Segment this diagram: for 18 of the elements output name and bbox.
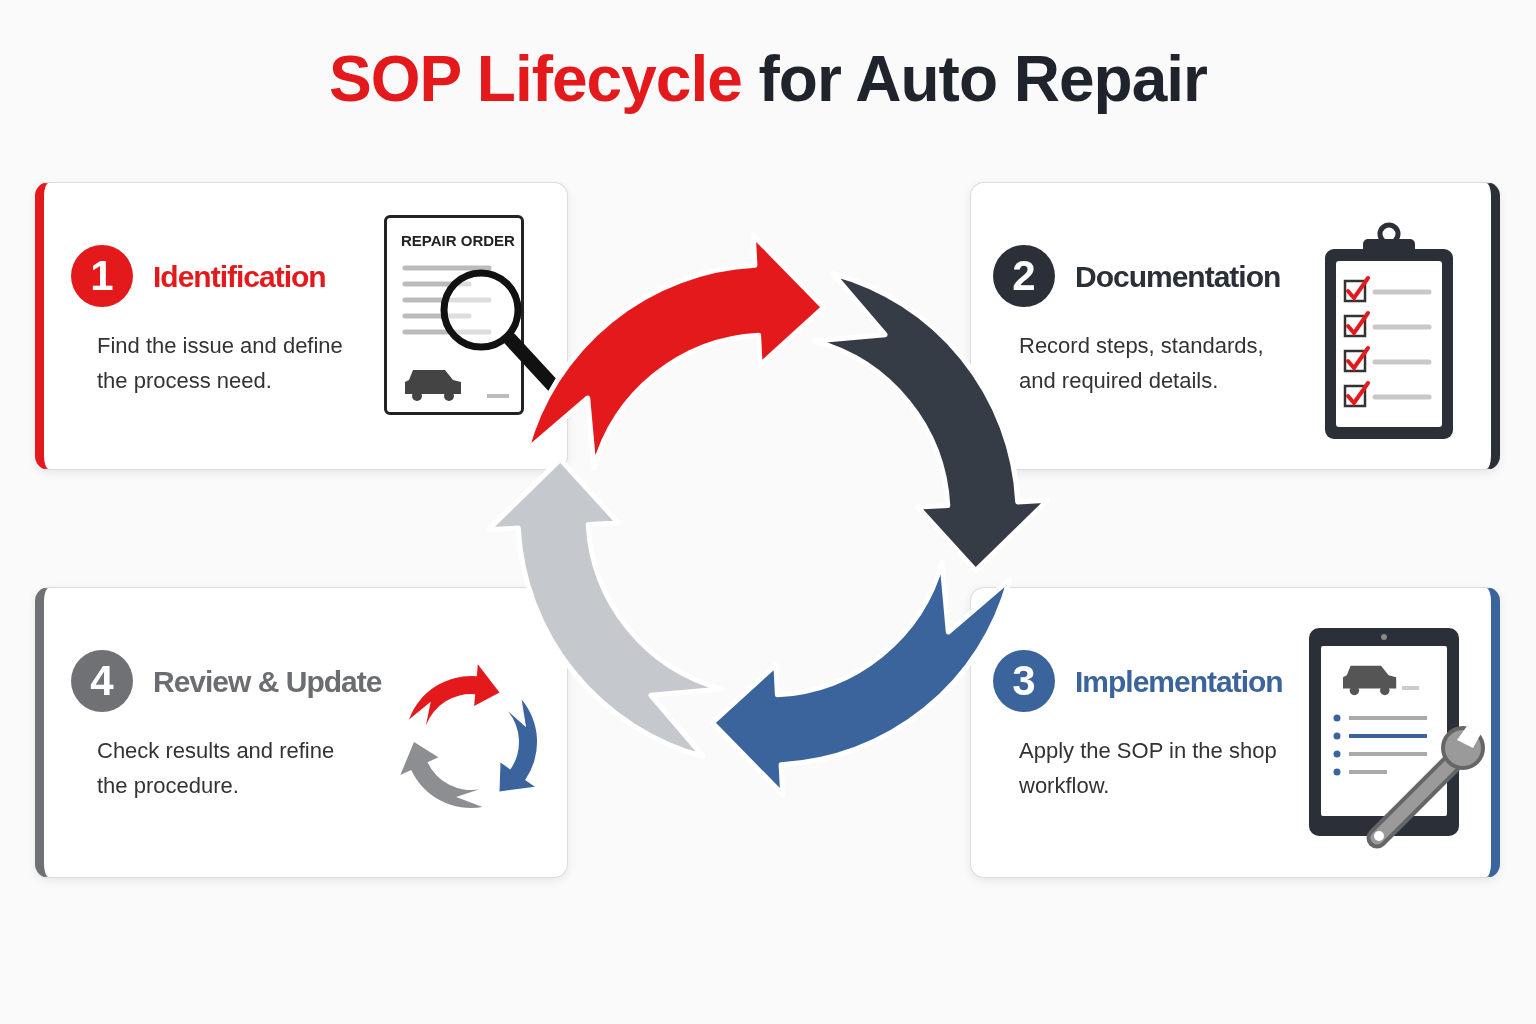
step-description: Record steps, standards, and required details. — [1019, 332, 1265, 395]
step-number-badge: 4 — [71, 650, 133, 712]
step-description: Check results and refine the procedure. — [97, 737, 336, 800]
step-number-badge: 3 — [993, 650, 1055, 712]
step-number-badge: 1 — [71, 245, 133, 307]
step-card — [970, 182, 1500, 470]
step-card — [35, 587, 568, 878]
step-card — [970, 587, 1500, 878]
document-heading: REPAIR ORDER — [401, 232, 515, 249]
title: SOP Lifecycle for Auto Repair — [329, 42, 1207, 116]
step-heading: Documentation — [1075, 260, 1281, 294]
step-number-badge: 2 — [993, 245, 1055, 307]
step-heading: Implementation — [1075, 665, 1283, 699]
step-description: Find the issue and define the process need. — [97, 332, 344, 395]
step-description: Apply the SOP in the shop workflow. — [1019, 737, 1278, 800]
step-card — [35, 182, 568, 470]
step-heading: Review & Update — [153, 665, 382, 699]
step-heading: Identification — [153, 260, 326, 294]
